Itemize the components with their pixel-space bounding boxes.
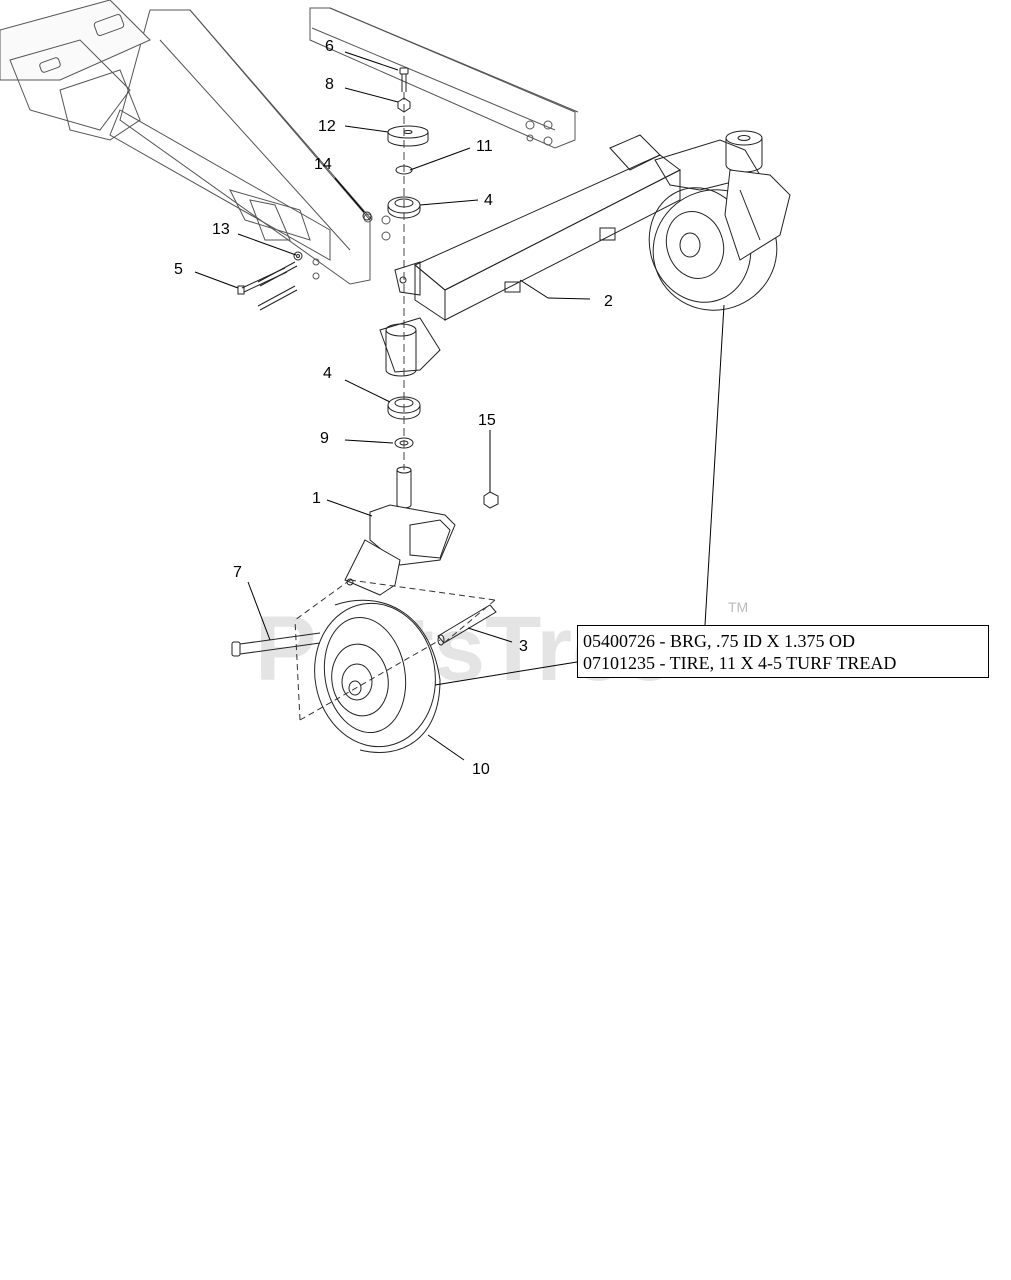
callout-5: 5	[174, 261, 183, 278]
right-caster-wheel	[648, 169, 791, 311]
callout-7: 7	[233, 564, 242, 581]
callout-numbers: 6 8 12 11 14 4 13 5 2 4 9 15 1 7 3 10	[174, 38, 613, 778]
front-caster-wheel	[314, 599, 441, 753]
callout-14: 14	[314, 156, 332, 173]
callout-2: 2	[604, 293, 613, 310]
callout-11: 11	[476, 138, 493, 155]
callout-15: 15	[478, 412, 496, 429]
callout-1: 1	[312, 490, 321, 507]
watermark-tm: TM	[728, 599, 748, 615]
callout-8: 8	[325, 76, 334, 93]
axle-bolt	[231, 632, 321, 657]
callout-4-upper: 4	[484, 192, 493, 209]
leader-lines	[194, 51, 725, 761]
mower-frame	[0, 0, 579, 285]
callout-4-lower: 4	[323, 365, 332, 382]
note-bearing: 05400726 - BRG, .75 ID X 1.375 OD	[583, 631, 855, 651]
mount-bolts	[237, 211, 372, 311]
parts-note-box: 05400726 - BRG, .75 ID X 1.375 OD 071012…	[577, 625, 989, 678]
callout-13: 13	[212, 221, 230, 238]
callout-3: 3	[519, 638, 528, 655]
caster-fork	[344, 466, 499, 596]
note-tire: 07101235 - TIRE, 11 X 4-5 TURF TREAD	[583, 653, 897, 673]
spindle-hardware	[387, 67, 429, 470]
callout-9: 9	[320, 430, 329, 447]
callout-10: 10	[472, 761, 490, 778]
callout-6: 6	[325, 38, 334, 55]
callout-12: 12	[318, 118, 336, 135]
caster-arm	[379, 130, 763, 377]
axle-spacer	[437, 604, 497, 646]
